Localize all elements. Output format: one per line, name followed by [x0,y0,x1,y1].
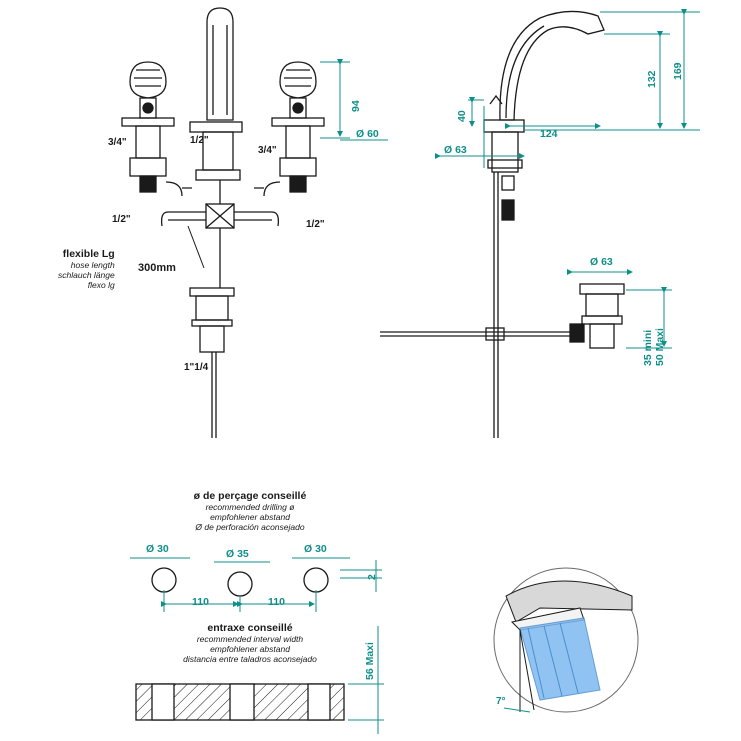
hose-line-2: schlauch länge [58,270,115,280]
drilling-line-3: Ø de perforación aconsejado [195,522,305,532]
dim-d60: Ø 60 [356,128,379,140]
dim-angle: 7° [496,696,506,707]
drilling-line-1: recommended drilling ø [205,502,295,512]
dim-124: 124 [540,128,558,140]
side-dimension-lines [435,9,700,349]
hose-title: flexible Lg [62,248,115,260]
dim-40: 40 [456,110,468,122]
front-view [121,7,325,438]
thread-label-1-2-spout: 1/2" [190,135,209,146]
front-spout [189,7,243,181]
dim-waste-35: 35 mini [642,329,654,366]
dim-waste-50: 50 Maxi [654,328,666,366]
aerator-detail [493,567,639,713]
dim-drill-2: 2 [366,574,378,580]
drilling-title: ø de perçage conseillé [193,490,307,502]
front-right-handle [254,61,325,197]
dim-drill-d30-right: Ø 30 [304,543,327,555]
front-left-handle [121,61,192,197]
dim-94: 94 [350,100,362,112]
drilling-diagram [151,567,329,597]
thread-label-3-4-left: 3/4" [108,137,127,148]
interval-line-3: distancia entre taladros aconsejado [183,654,317,664]
interval-dimension-lines [348,626,384,734]
dim-drill-d30-left: Ø 30 [146,543,169,555]
thread-label-3-4-right: 3/4" [258,145,277,156]
drilling-line-2: empfohlener abstand [210,512,290,522]
dim-spacing-left: 110 [192,596,209,608]
dim-169: 169 [672,62,684,80]
side-view [380,10,625,438]
front-dimension-lines [320,59,388,141]
dim-drill-d35: Ø 35 [226,548,249,560]
hose-length-label: 300mm [138,262,176,274]
dim-spacing-right: 110 [268,596,285,608]
dim-d63-top: Ø 63 [444,144,467,156]
dim-waste-d63: Ø 63 [590,256,613,268]
front-waste [189,287,235,438]
drilling-dimension-lines [130,557,382,612]
thread-label-1-2-right: 1/2" [306,219,325,230]
hose-line-1: hose length [70,260,115,270]
interval-line-2: empfohlener abstand [210,644,290,654]
dim-interval-56: 56 Maxi [364,642,376,680]
hose-note: flexible Lg hose length schlauch länge f… [58,248,115,290]
interval-note: entraxe conseillé recommended interval w… [150,622,350,664]
drilling-note: ø de perçage conseillé recommended drill… [150,490,350,532]
interval-diagram [135,683,345,721]
front-mixing-tee [160,180,280,288]
hose-line-3: flexo lg [87,280,115,290]
interval-line-1: recommended interval width [196,634,304,644]
interval-title: entraxe conseillé [207,622,293,634]
dim-132: 132 [646,70,658,88]
waste-thread-label: 1"1/4 [184,362,209,373]
thread-label-1-2-left: 1/2" [112,214,131,225]
